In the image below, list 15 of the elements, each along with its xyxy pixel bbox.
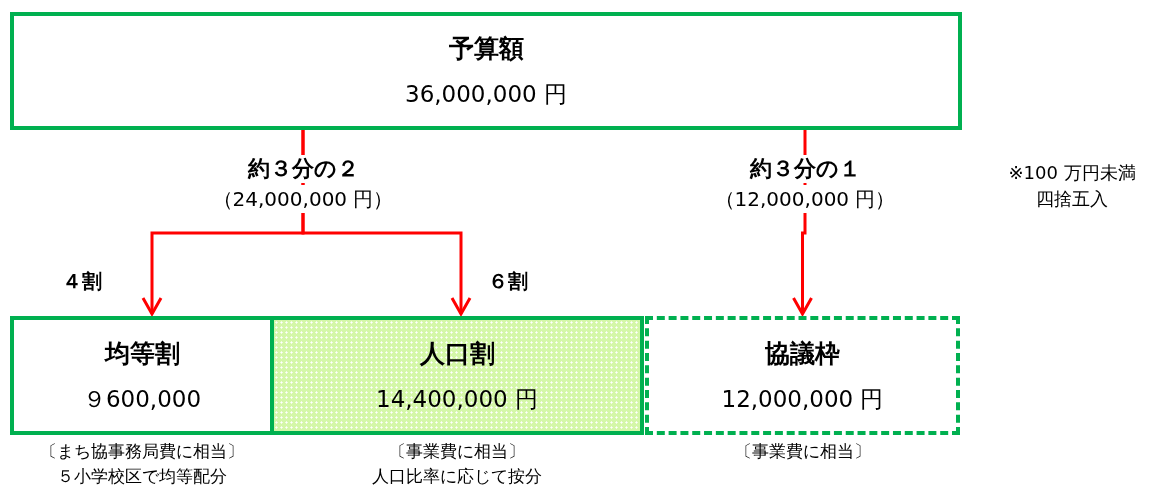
description-text: 人口比率に応じて按分: [371, 465, 543, 488]
amount-text: 12,000,000 円: [721, 384, 884, 414]
note-text: 〔まち協事務局費に相当〕: [39, 440, 245, 463]
amount-text: ９600,000: [82, 384, 202, 414]
box-title: 人口割: [419, 337, 495, 370]
box-title: 協議枠: [765, 337, 840, 370]
description-text: ５小学校区で均等配分: [56, 465, 228, 488]
amount-text: 14,400,000 円: [376, 384, 538, 414]
budget-box: [10, 12, 962, 130]
budget-box: [645, 316, 960, 435]
box-title: 均等割: [104, 337, 180, 370]
note-text: 〔事業費に相当〕: [733, 440, 872, 463]
box-title: 予算額: [448, 33, 524, 65]
amount-text: 36,000,000 円: [405, 80, 567, 109]
note-text: 〔事業費に相当〕: [388, 440, 526, 463]
